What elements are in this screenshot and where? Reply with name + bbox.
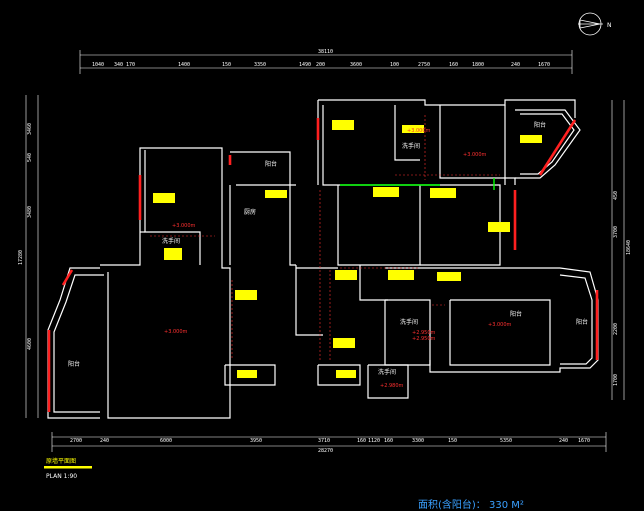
level-1: +3.000m — [172, 223, 196, 229]
room-bathroom-b: 洗手间 — [402, 142, 420, 150]
level-3: +3.000m — [463, 152, 487, 158]
level-8: +2.980m — [380, 383, 404, 389]
area-note: 面积(含阳台)： 330 M² — [418, 498, 524, 511]
plan-title: 原墙平面图 — [46, 457, 76, 465]
bottom-dim-5: 3710 — [318, 438, 330, 444]
top-dim-6: 3350 — [254, 62, 266, 68]
bottom-dim-7: 1120 — [368, 438, 380, 444]
left-overall-dim: 17280 — [18, 250, 24, 265]
room-labels: 阳台 厨房 洗手间 洗手间 洗手间 洗手间 阳台 阳台 阳台 阳台 — [68, 121, 588, 376]
room-kitchen: 厨房 — [244, 208, 256, 216]
level-labels: +3.000m +3.000m +3.000m +3.000m +2.950m … — [164, 128, 512, 389]
left-dim-3: 3480 — [27, 206, 33, 218]
room-bathroom-d: 洗手间 — [378, 368, 396, 376]
bottom-overall-dim: 28270 — [318, 448, 333, 454]
right-dim-1: 450 — [613, 191, 619, 200]
top-dim-8: 200 — [316, 62, 325, 68]
top-dim-14: 240 — [511, 62, 520, 68]
walls — [47, 99, 599, 419]
top-dim-13: 1800 — [472, 62, 484, 68]
yellow-tags — [153, 120, 542, 378]
plan-scale: PLAN 1:90 — [46, 473, 77, 480]
level-5: +2.950m — [412, 330, 436, 336]
top-overall-dim: 38110 — [318, 49, 333, 55]
bottom-dim-11: 5350 — [500, 438, 512, 444]
level-2: +3.000m — [164, 329, 188, 335]
left-dim-4: 4600 — [27, 338, 33, 350]
bottom-dim-9: 3300 — [412, 438, 424, 444]
room-balcony-right: 阳台 — [576, 318, 588, 326]
room-bathroom-a: 洗手间 — [162, 237, 180, 245]
top-dim-9: 3600 — [350, 62, 362, 68]
right-dim-4: 1700 — [613, 374, 619, 386]
left-dim-1: 3460 — [27, 123, 33, 135]
room-bathroom-c: 洗手间 — [400, 318, 418, 326]
right-dim-3: 2200 — [613, 323, 619, 335]
level-7: +3.000m — [488, 322, 512, 328]
north-label: N — [607, 22, 612, 29]
top-dimension-chain: 38110 1040 340 170 1400 150 3350 1490 20… — [79, 49, 573, 74]
room-balcony-mid: 阳台 — [510, 310, 522, 318]
bottom-dim-2: 240 — [100, 438, 109, 444]
top-dim-2: 340 — [114, 62, 123, 68]
green-markers — [340, 178, 495, 190]
bottom-dim-12: 240 — [559, 438, 568, 444]
top-dim-7: 1490 — [299, 62, 311, 68]
right-dim-2: 3700 — [613, 226, 619, 238]
top-dim-5: 150 — [222, 62, 231, 68]
plan-title-block: 原墙平面图 PLAN 1:90 — [44, 457, 92, 480]
dashed-lines — [150, 115, 500, 360]
bottom-dim-8: 160 — [384, 438, 393, 444]
top-dim-3: 170 — [126, 62, 135, 68]
right-dimension-chain: 450 3700 18640 2200 1700 — [611, 100, 632, 400]
bottom-dim-6: 160 — [357, 438, 366, 444]
top-dim-15: 1670 — [538, 62, 550, 68]
top-dim-1: 1040 — [92, 62, 104, 68]
bottom-dim-13: 1670 — [578, 438, 590, 444]
right-overall-dim: 18640 — [626, 240, 632, 255]
top-dim-11: 2750 — [418, 62, 430, 68]
north-arrow-icon: N — [578, 12, 612, 36]
level-4: +3.000m — [407, 128, 431, 134]
bottom-dim-3: 6000 — [160, 438, 172, 444]
room-balcony-left: 阳台 — [68, 360, 80, 368]
bottom-dim-1: 2700 — [70, 438, 82, 444]
level-6: +2.950m — [412, 336, 436, 342]
bottom-dim-10: 150 — [448, 438, 457, 444]
top-dim-10: 100 — [390, 62, 399, 68]
room-balcony-top: 阳台 — [265, 160, 277, 168]
top-dim-4: 1400 — [178, 62, 190, 68]
bottom-dimension-chain: 2700 240 6000 3950 3710 160 1120 160 330… — [51, 432, 607, 454]
left-dimension-chain: 3460 540 3480 17280 4600 — [18, 95, 39, 418]
red-wall-segments — [47, 118, 599, 412]
left-dim-2: 540 — [27, 153, 33, 162]
bottom-dim-4: 3950 — [250, 438, 262, 444]
top-dim-12: 160 — [449, 62, 458, 68]
room-balcony-top-right: 阳台 — [534, 121, 546, 129]
